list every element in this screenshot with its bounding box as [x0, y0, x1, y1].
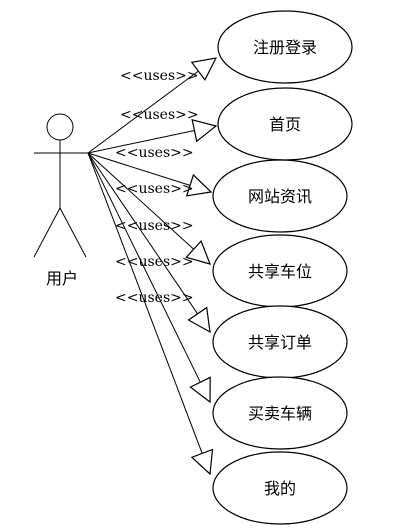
use-case-label: 买卖车辆 — [248, 404, 312, 423]
arrowheads — [185, 57, 218, 476]
actor-right-leg — [59, 207, 87, 258]
association-line — [87, 152, 201, 383]
use-case-label: 共享订单 — [248, 333, 312, 352]
open-arrowhead — [190, 448, 214, 476]
use-case-label: 共享车位 — [248, 262, 312, 281]
actor-label: 用户 — [46, 269, 78, 288]
open-arrowhead — [185, 173, 213, 197]
association-line — [87, 152, 203, 454]
use-case-ellipse — [217, 10, 353, 84]
actor-left-leg — [33, 207, 61, 258]
open-arrowhead — [185, 239, 211, 265]
uses-label: <<uses>> — [120, 68, 199, 84]
open-arrowhead — [189, 376, 211, 404]
use-case-label: 我的 — [264, 479, 296, 498]
use-case-label: 首页 — [269, 115, 301, 134]
use-case-label: 注册登录 — [253, 38, 317, 57]
use-case-ellipse — [212, 451, 348, 525]
association-line — [87, 130, 195, 154]
association-lines — [87, 70, 203, 454]
association-line — [87, 70, 199, 154]
uses-label: <<uses>> — [115, 145, 194, 161]
uses-label: <<uses>> — [120, 107, 199, 123]
open-arrowhead — [187, 306, 211, 334]
actor-head — [46, 113, 74, 141]
actor-figure — [33, 113, 88, 258]
open-arrowhead — [191, 118, 218, 143]
uses-label: <<uses>> — [115, 181, 194, 197]
open-arrowhead — [190, 57, 218, 82]
uses-label: <<uses>> — [115, 254, 194, 270]
uses-labels: <<uses>> <<uses>> <<uses>> <<uses>> <<uses>>… — [115, 68, 199, 306]
association-line — [87, 152, 191, 186]
use-case-label: 网站资讯 — [248, 187, 312, 206]
use-case-ellipse — [212, 376, 348, 450]
uses-label: <<uses>> — [115, 290, 194, 306]
association-line — [87, 152, 195, 250]
association-line — [87, 152, 199, 315]
uses-label: <<uses>> — [115, 218, 194, 234]
use-case-ellipse — [212, 159, 348, 233]
